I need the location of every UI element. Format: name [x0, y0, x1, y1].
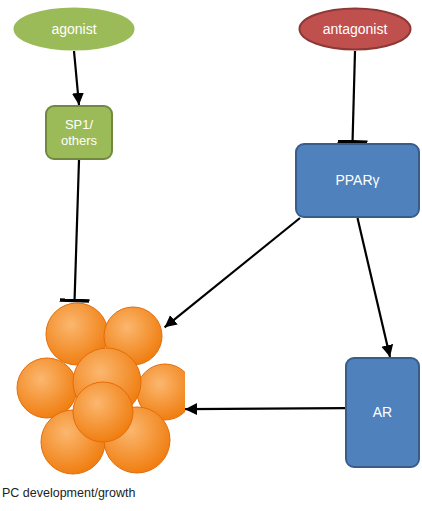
arrow-connector [185, 408, 345, 409]
factor-box: SP1/ others [45, 105, 113, 160]
arrow-connector [74, 51, 79, 105]
inhibition-connector [353, 51, 356, 143]
node-label: agonist [47, 19, 100, 40]
node-label: AR [369, 402, 396, 423]
arrow-connector [165, 218, 300, 327]
arrow-connector [358, 218, 391, 357]
node-label: antagonist [319, 19, 392, 40]
node-label: SP1/ others [47, 115, 111, 150]
cell-illustration [15, 300, 185, 482]
node-label: PPARγ [331, 170, 383, 191]
agonist-ellipse: agonist [13, 7, 135, 51]
cell-cluster: PC development/growth [15, 300, 185, 482]
caption-label: PC development/growth [2, 486, 135, 501]
antagonist-ellipse: antagonist [298, 7, 412, 51]
receptor-box: PPARγ [295, 143, 420, 218]
receptor-box: AR [345, 357, 420, 468]
inhibition-connector [75, 160, 80, 302]
